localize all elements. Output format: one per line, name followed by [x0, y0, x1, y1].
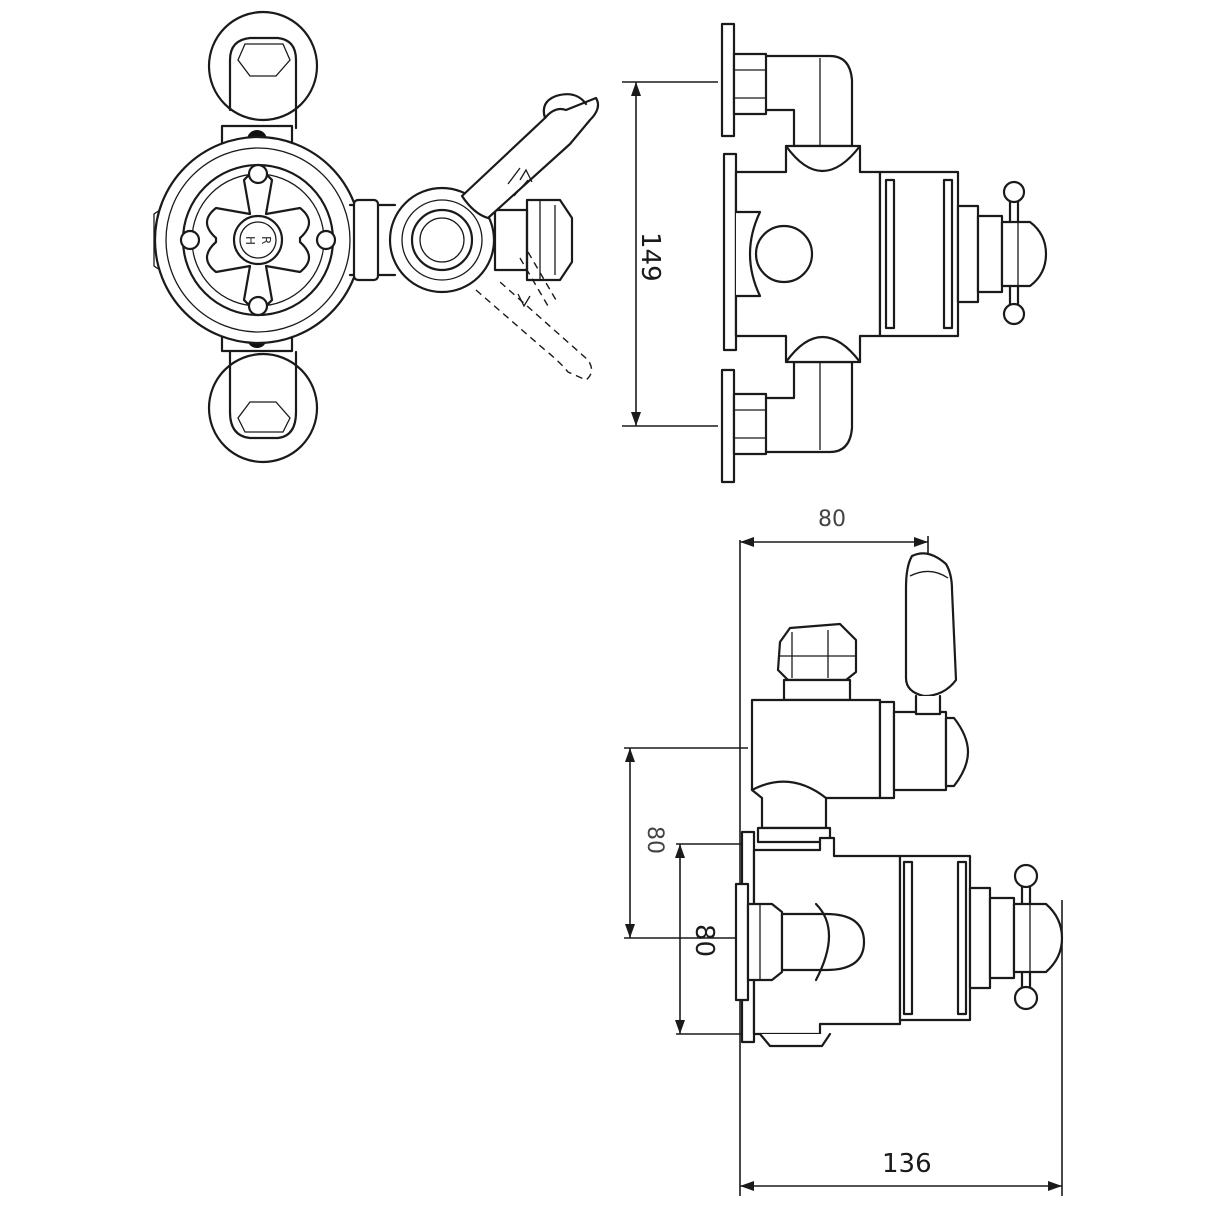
- lever-handle-alt-position: [475, 168, 593, 381]
- front-inlet-nut: [493, 198, 574, 282]
- cross-handle-icon: [179, 163, 337, 317]
- side-top-inlet: [732, 52, 854, 148]
- dim-label-80-body: 80: [689, 924, 719, 957]
- dimension-height: 149: [622, 81, 718, 427]
- plan-view: 80 136 80 80: [624, 507, 1064, 1196]
- dim-label-80-top: 80: [818, 507, 846, 532]
- side-bottom-inlet: [732, 360, 854, 456]
- front-bottom-outlet: [207, 350, 319, 464]
- lever-handle: [460, 93, 600, 220]
- temperature-control-disc: H R: [153, 135, 363, 345]
- dimension-width-top: 80: [739, 507, 929, 1196]
- front-view: H R: [153, 10, 600, 464]
- dimension-body-height: 80: [675, 843, 748, 1035]
- dimension-depth: 136: [740, 900, 1063, 1196]
- plan-cross-handle-icon: [1013, 863, 1039, 1011]
- rotation-marking: R: [259, 236, 273, 244]
- hot-marking: H: [243, 236, 257, 245]
- front-top-outlet: [207, 10, 319, 130]
- side-cross-handle-icon: [1002, 180, 1026, 326]
- dim-label-80-offset: 80: [642, 826, 667, 854]
- flow-control-disc: [388, 186, 496, 294]
- plan-thermostatic-body: [734, 830, 1064, 1048]
- side-view: 149: [622, 22, 1048, 484]
- plan-flow-valve: [750, 552, 970, 844]
- dim-label-136: 136: [882, 1149, 932, 1179]
- dim-label-149: 149: [635, 232, 665, 282]
- dimension-vertical-offset: 80: [624, 747, 748, 939]
